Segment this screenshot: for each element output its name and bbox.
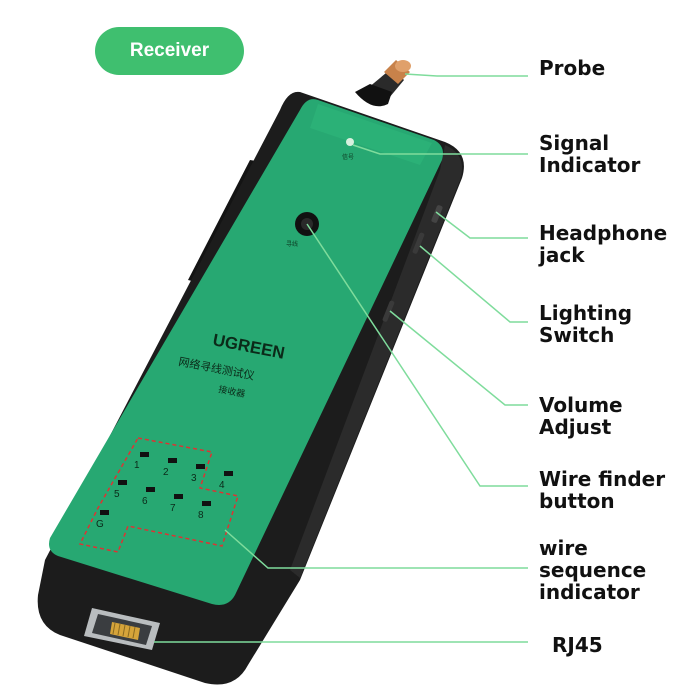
receiver-badge: Receiver (95, 27, 244, 75)
pin-number: 3 (191, 473, 197, 484)
probe-leader (404, 73, 528, 77)
headphone-jack-label: Headphone jack (539, 221, 668, 267)
probe-tip (355, 60, 411, 107)
volume-adjust-label: Volume Adjust (539, 393, 623, 439)
pin-number: 8 (198, 510, 204, 521)
pin-number: 5 (114, 489, 120, 500)
headphone-jack[interactable] (431, 205, 443, 224)
led-4 (224, 471, 233, 476)
pin-number: 4 (219, 480, 225, 491)
volume-adjust[interactable] (382, 300, 395, 322)
led-3 (196, 464, 205, 469)
signal-led (346, 138, 354, 146)
lighting-switch[interactable] (412, 232, 425, 254)
lighting-switch-label: Lighting Switch (539, 301, 633, 347)
signal-indicator-label: Signal Indicator (539, 131, 641, 177)
led-6 (146, 487, 155, 492)
pin-number: 2 (163, 467, 169, 478)
led-5 (118, 480, 127, 485)
sequence-indicator-outline (78, 437, 239, 553)
green-panel (49, 99, 443, 605)
rj45-label: RJ45 (552, 633, 603, 657)
sequence-leader (224, 529, 528, 569)
led-2 (168, 458, 177, 463)
lighting-leader (419, 245, 528, 323)
rj45-port[interactable] (84, 608, 160, 650)
wire-sequence-indicator-label: wire sequence indicator (539, 536, 647, 604)
body-side-shade (290, 145, 463, 578)
led-8 (202, 501, 211, 506)
volume-leader (389, 310, 528, 406)
wirefinder-leader (306, 223, 528, 487)
pin-number: 1 (134, 460, 140, 471)
signal-leader (352, 144, 528, 155)
panel-highlight (310, 104, 432, 165)
led-7 (174, 494, 183, 499)
find-cn-text: 寻线 (286, 240, 298, 248)
led-g (100, 510, 109, 515)
pin-number: G (96, 519, 104, 530)
pin-number: 6 (142, 496, 148, 507)
led-1 (140, 452, 149, 457)
wire-finder-button-label: Wire finder button (539, 467, 666, 513)
headphone-leader (435, 211, 528, 239)
pin-number: 7 (170, 503, 176, 514)
signal-cn-text: 信号 (342, 153, 354, 161)
leader-lines (154, 73, 528, 643)
probe-label: Probe (539, 56, 606, 80)
